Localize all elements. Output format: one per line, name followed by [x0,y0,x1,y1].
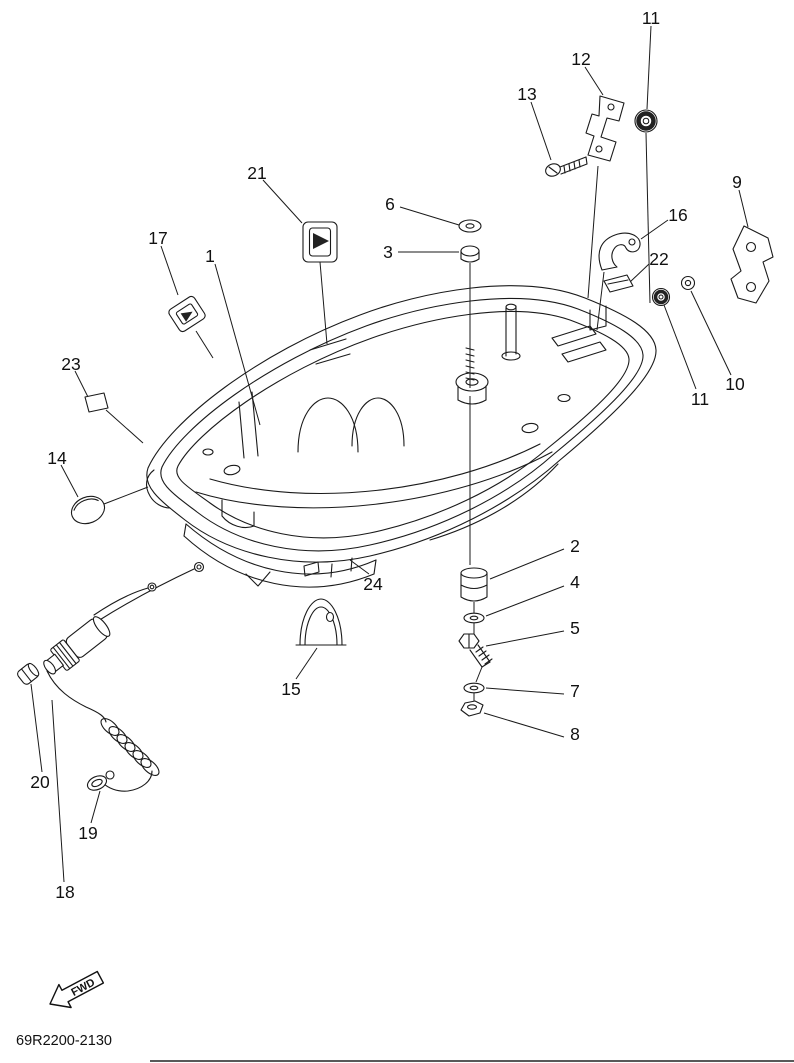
callout-7: 7 [570,681,580,701]
callout-19: 19 [78,823,97,843]
callout-23: 23 [61,354,80,374]
callout-14: 14 [47,448,67,468]
callout-10: 10 [725,374,745,394]
callout-4: 4 [570,572,580,592]
switch-wire-short [93,587,149,616]
part-7-washer [463,682,485,694]
part-4-washer [463,612,485,624]
callout-13: 13 [517,84,536,104]
part-23-pad [84,392,109,413]
callout-11-rear: 11 [691,389,709,409]
callout-16: 16 [668,205,687,225]
clip-ring-icon [105,770,115,780]
part-20-cap [17,662,40,685]
fwd-arrow-icon: FWD [49,970,105,1009]
callout-8: 8 [570,724,580,744]
lanyard-cord [46,670,107,723]
callout-11-top: 11 [642,8,660,28]
part-15-grommet [295,598,347,646]
part-8-nut [460,700,484,717]
callout-6: 6 [385,194,395,214]
part-11-grommet-rear [651,287,671,307]
part-17-clip [168,295,206,333]
part-5-bolt [458,633,493,668]
fwd-label: FWD [69,976,97,998]
part-9-bracket [730,225,774,304]
leader-lines [30,25,749,883]
part-13-screw [545,156,588,177]
part-14-cap [70,495,106,525]
part-code: 69R2200-2130 [16,1033,112,1049]
callout-20: 20 [30,772,50,792]
part-11-grommet-top [634,109,658,133]
callouts: 11 12 13 9 21 6 16 17 3 1 22 23 10 11 14… [30,8,745,902]
callout-18: 18 [55,882,74,902]
part-10-washer [680,275,696,291]
switch-body [43,616,111,675]
callout-2: 2 [570,536,580,556]
callout-1: 1 [205,246,215,266]
callout-22: 22 [649,249,668,269]
part-6-washer [458,219,482,233]
lanyard-cord-end [102,770,153,792]
callout-9: 9 [732,172,742,192]
part-21-clip [302,221,338,263]
callout-21: 21 [247,163,266,183]
switch-wire-long [97,568,195,622]
part-22-plate [603,274,634,293]
callout-12: 12 [571,49,590,69]
stop-switch-assembly [17,561,205,792]
part-3-screw [460,245,480,381]
callout-24: 24 [363,574,383,594]
part-2-bushing [460,567,488,602]
assembly-axis-lines [103,132,651,703]
callout-17: 17 [148,228,167,248]
part-19-clip [86,775,108,791]
part-12-bracket [585,95,625,162]
callout-5: 5 [570,618,580,638]
lanyard-coil [100,718,160,776]
bottom-cowling [145,285,657,588]
callout-3: 3 [383,242,393,262]
callout-15: 15 [281,679,300,699]
part-16-clamp [598,232,641,271]
